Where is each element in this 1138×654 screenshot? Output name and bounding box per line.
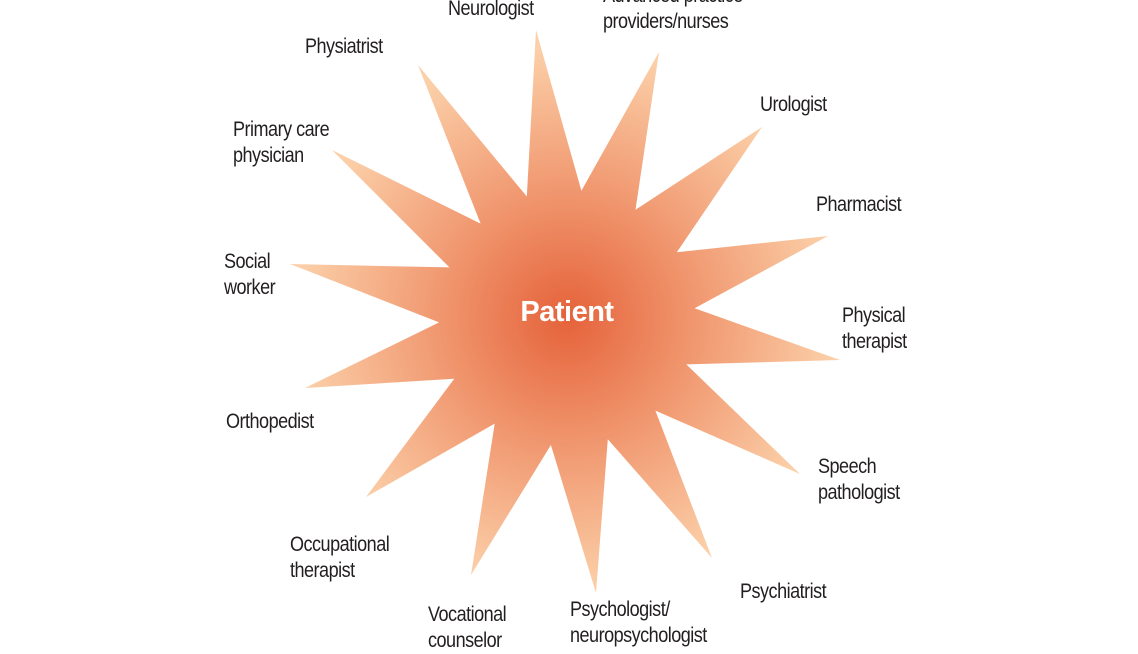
role-orthopedist: Orthopedist [226,410,314,433]
role-urologist: Urologist [760,93,827,116]
role-pharmacist: Pharmacist [816,193,902,216]
role-advanced-practice-providers: Advanced practiceproviders/nurses [603,0,743,33]
star-shape [290,30,840,593]
care-team-star [290,30,840,593]
role-psychologist: Psychologist/neuropsychologist [570,598,707,647]
role-psychiatrist: Psychiatrist [740,580,827,603]
role-physiatrist: Physiatrist [305,35,383,58]
patient-label: Patient [520,296,614,328]
role-neurologist: Neurologist [448,0,534,20]
